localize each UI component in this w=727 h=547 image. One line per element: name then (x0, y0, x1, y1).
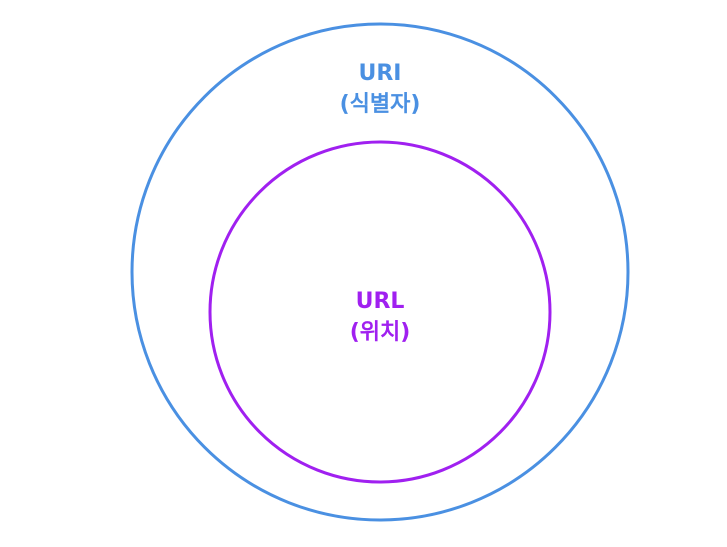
url-subtitle: (위치) (350, 320, 411, 345)
uri-title: URI (359, 61, 402, 86)
url-title: URL (356, 289, 405, 314)
uri-subtitle: (식별자) (340, 92, 421, 117)
url-inner-circle (208, 140, 552, 484)
uri-outer-circle (130, 22, 630, 522)
